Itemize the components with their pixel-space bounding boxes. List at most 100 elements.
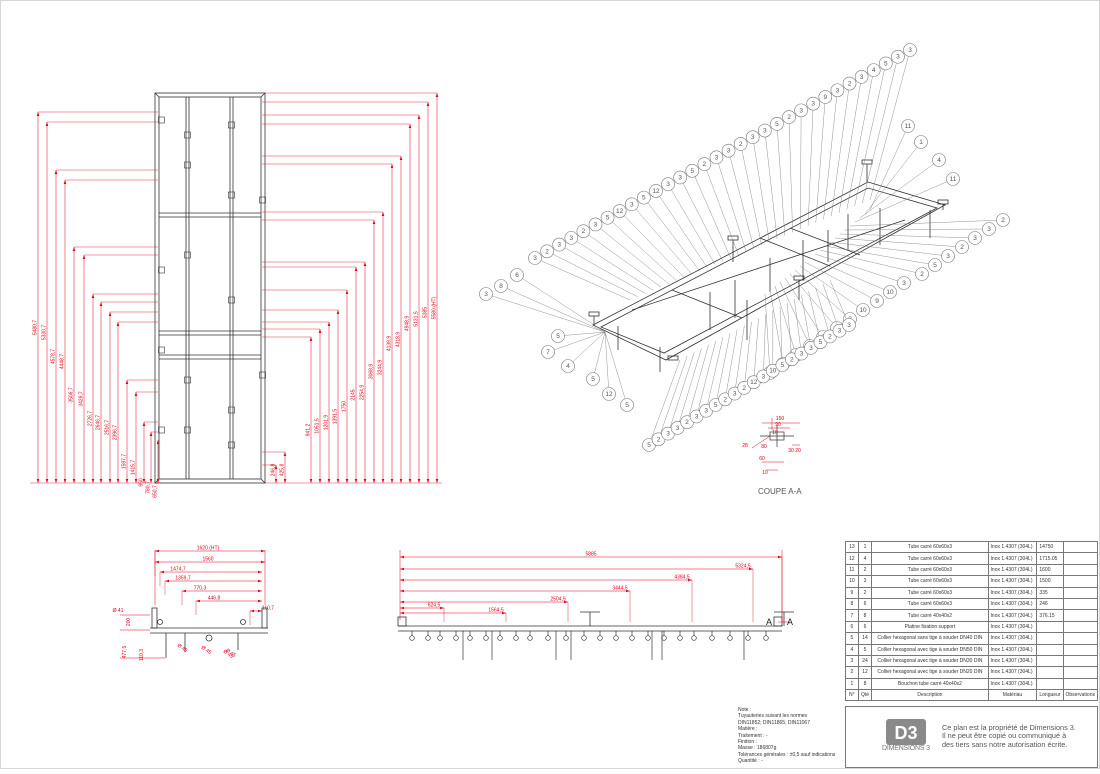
bom-cell-qty: 6 [858, 621, 872, 632]
part-balloon: 3 [860, 74, 864, 81]
bom-cell-no: 6 [846, 621, 859, 632]
front-dim-right-label: 2145 [351, 389, 357, 400]
part-balloon: 3 [695, 413, 699, 420]
plan-dim-label: 5885 [585, 552, 596, 558]
bom-cell-qty: 3 [858, 576, 872, 587]
part-balloon: 5 [690, 168, 694, 175]
part-balloon: 3 [838, 328, 842, 335]
part-balloon: 2 [920, 271, 924, 278]
part-balloon: 4 [566, 363, 570, 370]
bom-cell-no: 12 [846, 553, 859, 564]
part-balloon: 5 [819, 339, 823, 346]
bom-cell-no: 7 [846, 610, 859, 621]
bom-cell-desc: Tube carré 60x60x3 [872, 542, 988, 553]
part-balloon: 3 [666, 181, 670, 188]
part-balloon: 5 [781, 362, 785, 369]
side-diameter-label: Ø 45 [176, 643, 189, 654]
part-balloon: 2 [545, 248, 549, 255]
part-balloon: 10 [859, 307, 867, 314]
bom-cell-mat: Inox 1.4307 (304L) [988, 542, 1037, 553]
section-marker-right: A [787, 617, 793, 627]
part-balloon: 5 [775, 121, 779, 128]
bom-cell-desc: Tube carré 60x60x3 [872, 587, 988, 598]
bom-cell-len: 1500 [1037, 576, 1063, 587]
bom-cell-desc: Tube carré 40x40x2 [872, 610, 988, 621]
bom-cell-obs [1063, 542, 1097, 553]
part-balloon: 5 [642, 195, 646, 202]
side-diameter-label: Ø 45 [200, 645, 213, 656]
bom-cell-qty: 4 [858, 553, 872, 564]
part-balloon: 3 [799, 107, 803, 114]
part-balloon: 10 [886, 289, 894, 296]
part-balloon: 2 [742, 385, 746, 392]
part-balloon: 5 [884, 60, 888, 67]
front-view-right-dimensions: 5580 (HT)53855131,54948,94318,94138,9324… [262, 93, 442, 483]
detail-dim-label: 16 [772, 430, 778, 436]
front-dim-left-label: 1415,7 [131, 460, 137, 476]
part-balloon: 5 [625, 402, 629, 409]
front-dim-right-label: 941,2 [306, 424, 312, 437]
part-balloon: 2 [723, 396, 727, 403]
part-balloon: 3 [678, 174, 682, 181]
bom-cell-qty: 2 [858, 587, 872, 598]
section-label: COUPE A-A [758, 487, 802, 496]
bom-header-obs: Observations [1063, 690, 1097, 701]
note-line: Quantité : - [738, 758, 843, 764]
bom-cell-len [1037, 644, 1063, 655]
part-balloon: 11 [950, 176, 957, 183]
bom-cell-len [1037, 621, 1063, 632]
bom-cell-qty: 6 [858, 598, 872, 609]
bom-header-desc: Description [872, 690, 988, 701]
part-balloon: 3 [557, 242, 561, 249]
section-marker-left: A [766, 617, 772, 627]
part-balloon: 9 [875, 298, 879, 305]
front-dim-left-label: 950 [139, 478, 145, 487]
part-balloon: 5 [647, 442, 651, 449]
part-balloon: 12 [750, 379, 758, 386]
part-balloon: 1 [919, 139, 923, 146]
bom-cell-obs [1063, 633, 1097, 644]
part-balloon: 9 [824, 94, 828, 101]
bom-cell-qty: 2 [858, 564, 872, 575]
bom-cell-obs [1063, 553, 1097, 564]
bom-cell-mat: Inox 1.4307 (304L) [988, 610, 1037, 621]
part-balloon: 5 [556, 333, 560, 340]
front-dim-left-label: 3506,7 [69, 387, 75, 403]
part-balloon: 3 [630, 201, 634, 208]
bom-cell-mat: Inox 1.4307 (304L) [988, 553, 1037, 564]
part-balloon: 3 [908, 47, 912, 54]
bom-header-mat: Matériau [988, 690, 1037, 701]
bom-cell-obs [1063, 564, 1097, 575]
part-balloon: 11 [905, 123, 912, 130]
part-balloon: 3 [800, 351, 804, 358]
ownership-line-3: des tiers sans notre autorisation écrite… [942, 741, 1097, 749]
bom-cell-len: 1600 [1037, 564, 1063, 575]
front-dim-left-label: 5480,7 [33, 320, 39, 336]
bom-header-row: N° Qté Description Matériau Longueur Obs… [846, 690, 1098, 701]
side-small-label: 110,3 [139, 649, 145, 661]
part-balloon: 3 [763, 128, 767, 135]
front-dim-right-label: 4138,9 [387, 336, 393, 352]
detail-dim-label: 30 [788, 448, 794, 454]
part-balloon: 2 [828, 333, 832, 340]
side-dim-label: 770,3 [194, 586, 207, 592]
bom-cell-mat: Inox 1.4307 (304L) [988, 576, 1037, 587]
detail-dim-label: 80 [761, 444, 767, 450]
front-dim-right-label: 2254,9 [360, 385, 366, 401]
bom-cell-no: 3 [846, 655, 859, 666]
part-balloon: 2 [1001, 217, 1005, 224]
bom-cell-desc: Tube carré 60x60x3 [872, 564, 988, 575]
bom-cell-mat: Inox 1.4307 (304L) [988, 587, 1037, 598]
front-dim-right-label: 3244,9 [378, 360, 384, 376]
part-balloon: 5 [591, 376, 595, 383]
side-dim-label: 1560 [202, 557, 213, 563]
part-balloon: 3 [751, 134, 755, 141]
plan-dim-label: 5324,5 [735, 564, 751, 570]
plan-dim-label: 4384,5 [674, 575, 690, 581]
